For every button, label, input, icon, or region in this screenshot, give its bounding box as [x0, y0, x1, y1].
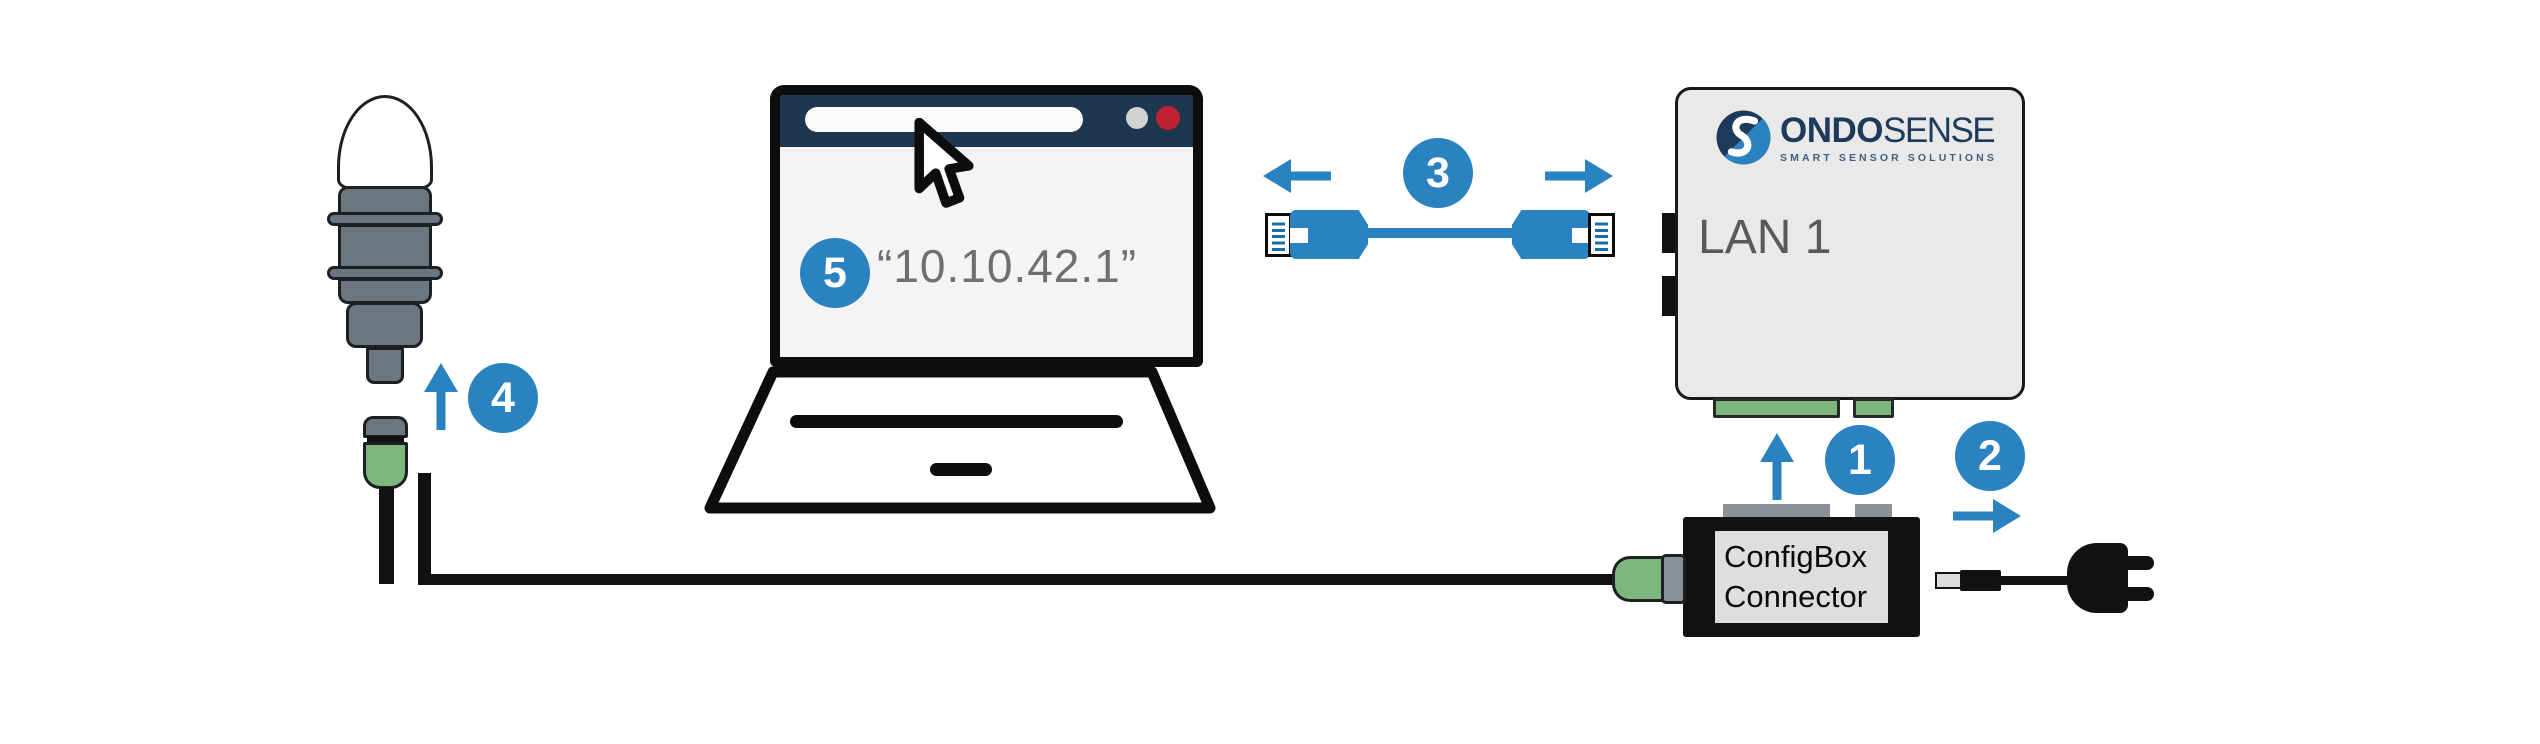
- close-dot-icon: [1156, 106, 1180, 130]
- barrel-jack-body: [1960, 570, 2001, 591]
- configbox-label: ConfigBox Connector: [1715, 531, 1888, 623]
- barrel-jack-tip: [1935, 572, 1962, 589]
- step4-up-arrow-icon: [424, 363, 458, 430]
- rj45-latch-left: [1290, 228, 1308, 243]
- step3-left-arrow-icon: [1263, 159, 1331, 193]
- ethernet-plug-icon-left: [1265, 213, 1292, 257]
- connector-cap: [363, 416, 408, 438]
- configbox-green-connector: [1612, 556, 1664, 602]
- sensor-body: [338, 224, 432, 269]
- sensor-collar: [338, 186, 432, 215]
- ondosense-logo: ONDOSENSE SMART SENSOR SOLUTIONS: [1780, 113, 1997, 164]
- rj45-latch-right: [1572, 228, 1590, 243]
- plug-prong-bottom: [2126, 587, 2154, 601]
- browser-url-text: “10.10.42.1”: [877, 240, 1138, 292]
- sensor-base: [338, 278, 432, 304]
- step-3-number: 3: [1426, 148, 1450, 197]
- power-cable: [1999, 576, 2069, 585]
- plug-prong-top: [2126, 556, 2154, 570]
- configbox-label-line1: ConfigBox: [1724, 539, 1868, 574]
- configbox-gray-coupler: [1661, 554, 1686, 604]
- minimize-dot-icon: [1126, 107, 1148, 129]
- box-bottom-port-large: [1713, 398, 1840, 418]
- sensor-cable-horizontal: [418, 574, 1614, 585]
- logo-ondo-text: ONDO: [1780, 111, 1884, 150]
- sensor-cable-vertical: [418, 473, 431, 585]
- step-2-number: 2: [1978, 431, 2002, 480]
- sensor-neck: [346, 302, 423, 348]
- step-1-number: 1: [1848, 435, 1872, 484]
- ethernet-plug-icon-right: [1588, 213, 1615, 257]
- sensor-dome: [337, 95, 433, 190]
- step-5-badge: 5: [800, 238, 870, 308]
- configbox-label-line2: Connector: [1724, 579, 1868, 614]
- laptop-trackpad-line: [930, 463, 992, 476]
- laptop-base: [704, 366, 1216, 514]
- step-4-number: 4: [491, 373, 515, 422]
- box-left-tab-bottom: [1662, 276, 1677, 316]
- power-plug-icon: [2067, 543, 2128, 613]
- lan-port-label: LAN 1: [1698, 211, 1832, 264]
- configbox-top-tab-small: [1855, 504, 1892, 518]
- laptop-keyboard-line: [790, 415, 1123, 428]
- laptop-screen: [770, 85, 1203, 367]
- browser-address-bar: [805, 107, 1083, 132]
- step3-right-arrow-icon: [1545, 159, 1613, 193]
- configbox-top-tab-large: [1723, 504, 1830, 518]
- step-3-badge: 3: [1403, 138, 1473, 208]
- step-1-badge: 1: [1825, 425, 1895, 495]
- step-5-number: 5: [823, 248, 847, 297]
- box-left-tab-top: [1662, 213, 1677, 253]
- connector-cable-stub: [379, 487, 394, 584]
- connector-green-body: [363, 442, 408, 489]
- logo-wordmark: ONDOSENSE: [1780, 113, 1997, 148]
- logo-sense-text: SENSE: [1883, 111, 1996, 150]
- sensor-plug-stem: [366, 347, 404, 384]
- ethernet-cable-line: [1362, 228, 1518, 238]
- box-bottom-port-small: [1853, 398, 1894, 418]
- step-2-badge: 2: [1955, 421, 2025, 491]
- step1-up-arrow-icon: [1760, 433, 1794, 500]
- step2-right-arrow-icon: [1953, 499, 2021, 533]
- connector-ring: [367, 436, 404, 444]
- step-4-badge: 4: [468, 363, 538, 433]
- logo-tagline-text: SMART SENSOR SOLUTIONS: [1780, 152, 1997, 164]
